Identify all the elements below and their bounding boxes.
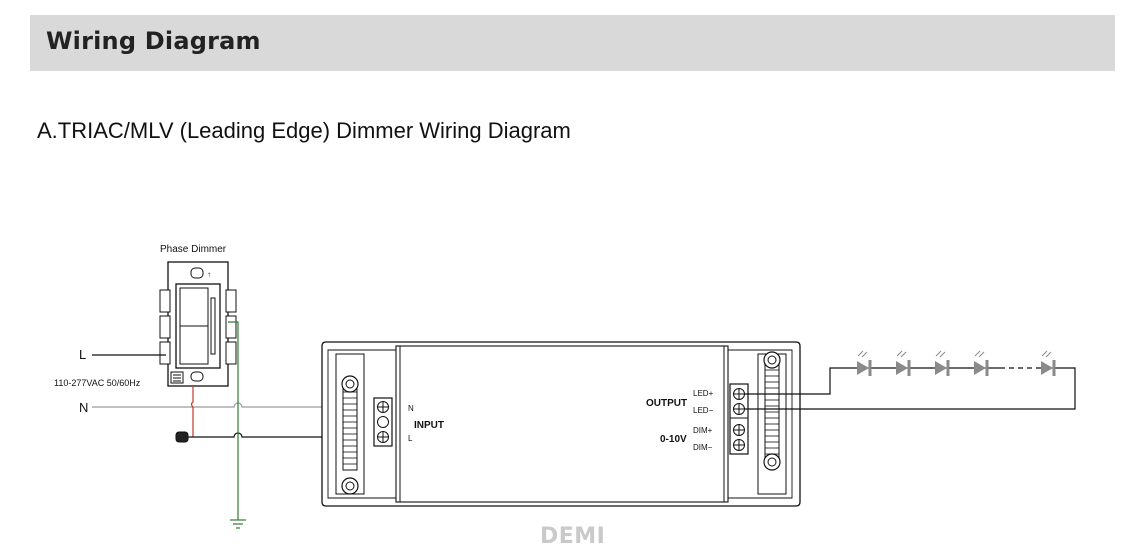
wire-led-minus: [745, 367, 1076, 410]
output-label: OUTPUT: [646, 398, 687, 409]
output-terminal-block: [729, 383, 749, 455]
section-title: A.TRIAC/MLV (Leading Edge) Dimmer Wiring…: [37, 118, 571, 143]
line-N-label: N: [79, 400, 88, 415]
led-icon: [1041, 350, 1056, 376]
led-icon: [896, 350, 911, 376]
led-icon: [857, 350, 872, 376]
ground-icon: [230, 519, 246, 529]
led-icon: [974, 350, 989, 376]
dim-label: 0-10V: [660, 434, 687, 445]
input-L-label: L: [408, 434, 413, 443]
led-minus-label: LED−: [693, 406, 714, 415]
dim-minus-label: DIM−: [693, 443, 713, 452]
led-driver: [321, 341, 801, 507]
dim-plus-label: DIM+: [693, 426, 713, 435]
wire-ground: [228, 321, 239, 520]
header-bar: Wiring Diagram: [30, 15, 1115, 71]
wire-nut: [175, 431, 189, 443]
wire-red-dimmer: [190, 386, 194, 437]
input-N-label: N: [408, 404, 414, 413]
svg-text:↑: ↑: [207, 270, 211, 279]
line-L-label: L: [79, 347, 86, 362]
led-plus-label: LED+: [693, 389, 714, 398]
input-terminal-block: [373, 397, 393, 447]
input-label: INPUT: [414, 420, 444, 431]
wire-led-plus: [745, 367, 840, 395]
dimmer-label: Phase Dimmer: [160, 244, 227, 255]
watermark: DEMI: [540, 524, 606, 549]
led-icon: [935, 350, 950, 376]
page-title: Wiring Diagram: [46, 27, 261, 55]
supply-voltage-label: 110-277VAC 50/60Hz: [54, 378, 141, 388]
phase-dimmer: Phase Dimmer ↑: [159, 244, 237, 387]
